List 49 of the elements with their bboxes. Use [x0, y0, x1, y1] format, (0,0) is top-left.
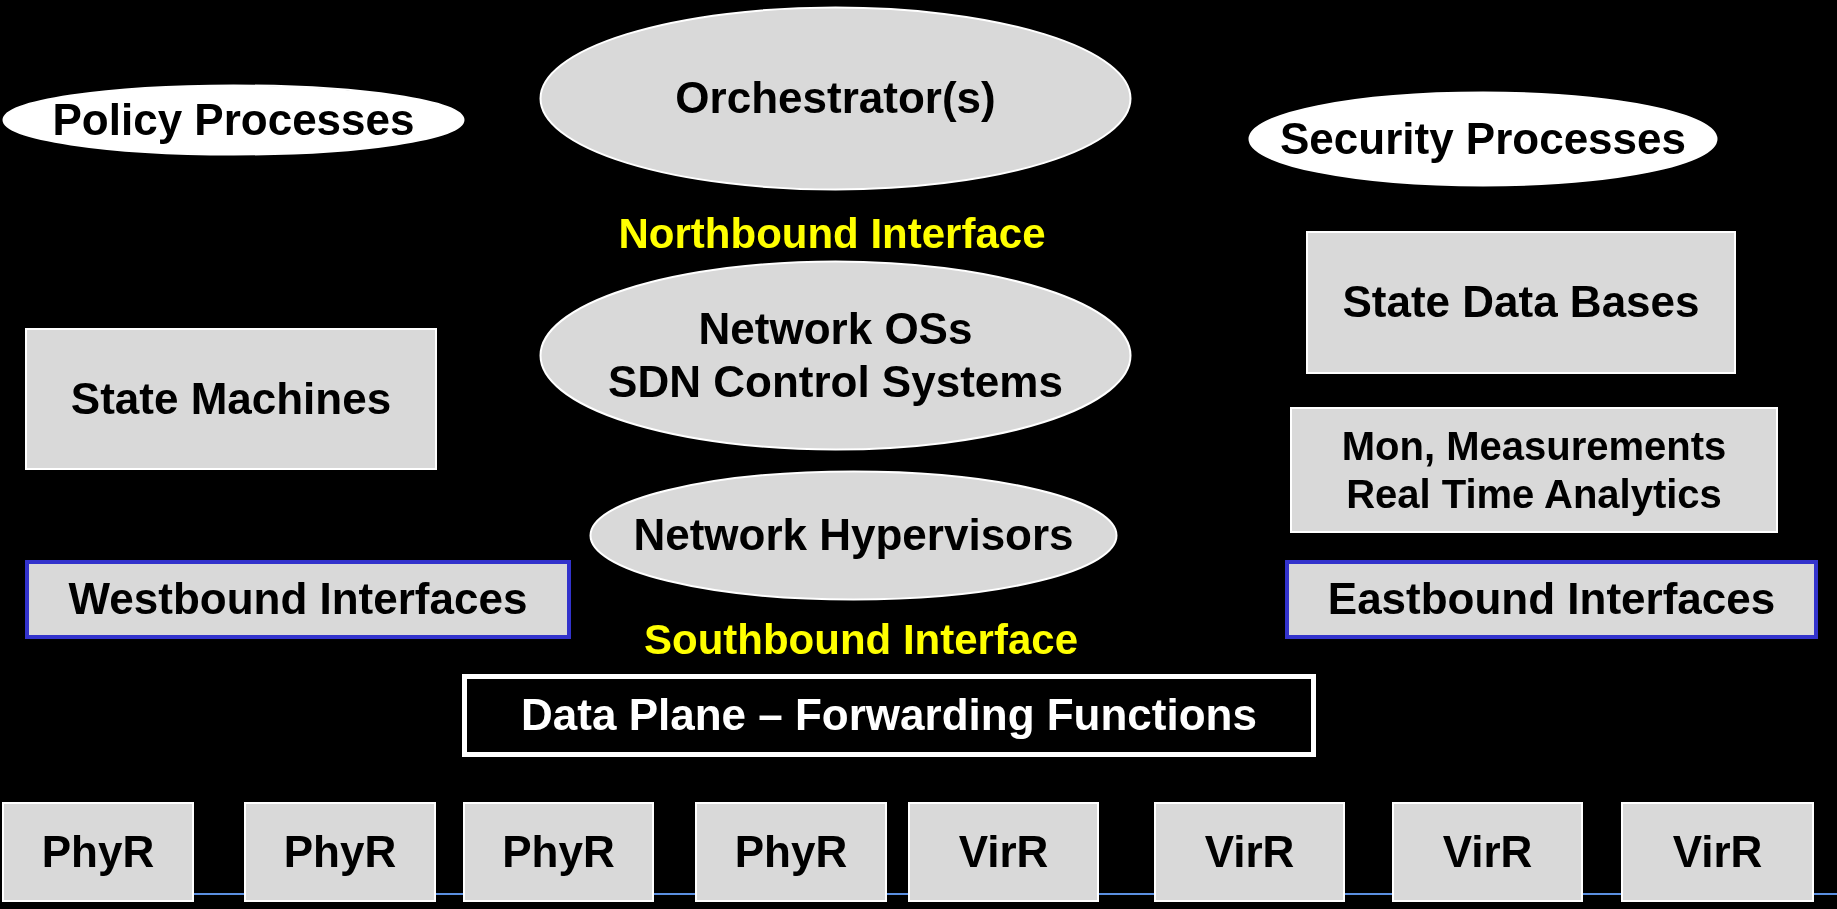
router-box	[463, 802, 654, 902]
router-box	[244, 802, 436, 902]
bus-line	[1813, 893, 1837, 895]
bus-line	[1344, 893, 1393, 895]
interface-box	[1285, 560, 1818, 639]
node-label: PhyR	[502, 825, 615, 878]
router-box	[1154, 802, 1345, 902]
node-label: Orchestrator(s)	[675, 72, 996, 125]
router-box	[1392, 802, 1583, 902]
node-label: PhyR	[283, 825, 397, 878]
router-box	[2, 802, 194, 902]
node-label: VirR	[1672, 825, 1763, 878]
node-label: Security Processes	[1279, 112, 1686, 165]
state-box	[25, 328, 437, 470]
node-label: State Machines	[70, 372, 392, 425]
node-label: Network Hypervisors	[633, 509, 1074, 562]
node-label: PhyR	[734, 825, 848, 878]
router-box	[695, 802, 887, 902]
bus-line	[1098, 893, 1155, 895]
bus-line	[435, 893, 464, 895]
node-label: Westbound Interfaces	[68, 573, 528, 626]
node-label: PhyR	[41, 825, 155, 878]
bus-line	[653, 893, 696, 895]
interface-box	[25, 560, 571, 639]
node-label: VirR	[1204, 825, 1295, 878]
process-ellipse	[1248, 91, 1718, 187]
node-label: Policy Processes	[52, 93, 415, 146]
node-label: Data Plane – Forwarding Functions	[521, 689, 1257, 742]
process-ellipse	[2, 84, 465, 156]
router-box	[1621, 802, 1814, 902]
data-plane-box	[462, 674, 1316, 757]
analytics-box	[1290, 407, 1778, 533]
node-label: Mon, Measurements Real Time Analytics	[1340, 423, 1728, 518]
bus-line	[1582, 893, 1622, 895]
bus-line	[193, 893, 245, 895]
database-box	[1306, 231, 1736, 374]
node-label: VirR	[958, 825, 1049, 878]
hypervisor-ellipse	[589, 470, 1118, 601]
node-label: VirR	[1442, 825, 1533, 878]
interface-label: Southbound Interface	[644, 616, 1078, 664]
router-box	[908, 802, 1099, 902]
bus-line	[886, 893, 909, 895]
node-label-line: SDN Control Systems	[608, 355, 1063, 408]
control-ellipse	[539, 260, 1132, 451]
process-ellipse	[539, 6, 1132, 191]
node-label-line: Network OSs	[698, 302, 973, 355]
node-label: Eastbound Interfaces	[1327, 573, 1776, 626]
interface-label: Northbound Interface	[618, 210, 1046, 258]
node-label: State Data Bases	[1342, 276, 1700, 329]
